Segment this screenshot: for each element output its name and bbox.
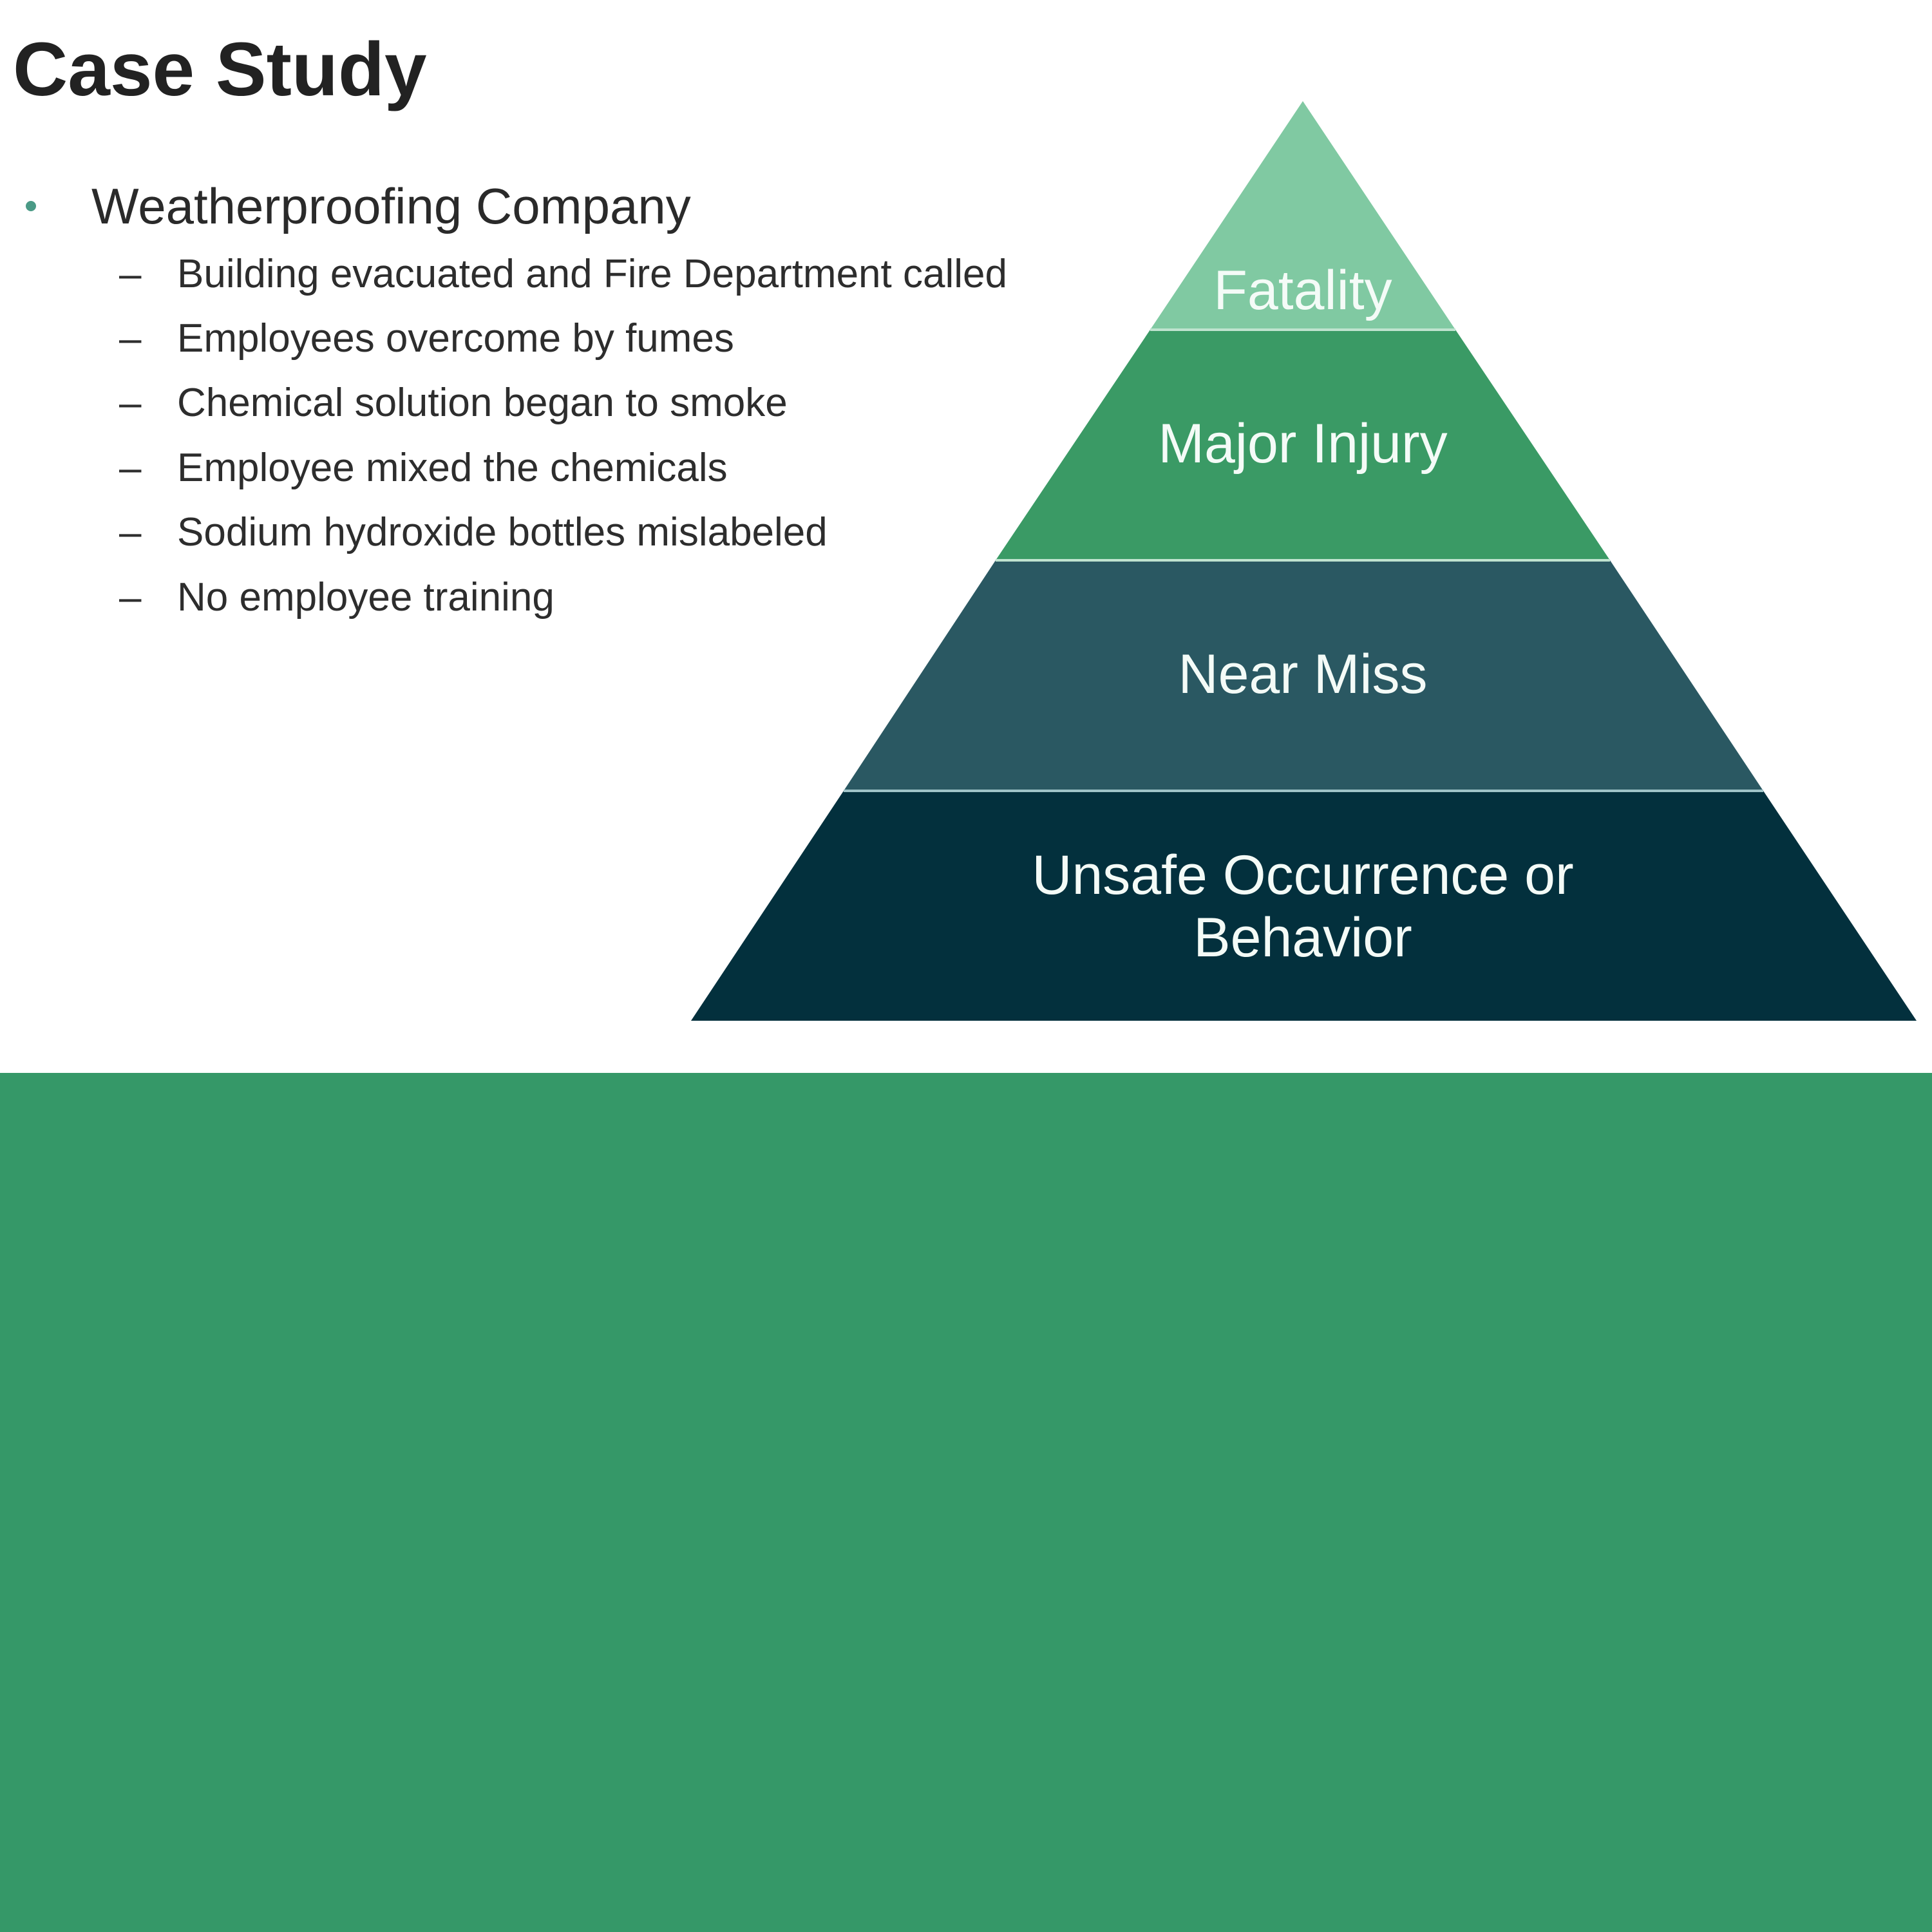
dash-marker: – bbox=[119, 316, 142, 361]
sub-bullet-text: Building evacuated and Fire Department c… bbox=[177, 251, 1007, 296]
sub-bullet-item: – Chemical solution began to smoke bbox=[119, 371, 1007, 435]
bullet-text: Weatherproofing Company bbox=[91, 177, 691, 234]
sub-bullet-text: Chemical solution began to smoke bbox=[177, 381, 788, 426]
sub-bullet-item: – Building evacuated and Fire Department… bbox=[119, 242, 1007, 306]
sub-bullet-item: – Employees overcome by fumes bbox=[119, 306, 1007, 370]
sub-bullet-item: – No employee training bbox=[119, 565, 1007, 629]
sub-bullet-item: – Sodium hydroxide bottles mislabeled bbox=[119, 500, 1007, 565]
slide: Case Study Weatherproofing Company – Bui… bbox=[13, 27, 1917, 1021]
safety-pyramid-diagram: Fatality Major Injury Near Miss Unsafe O… bbox=[691, 101, 1917, 1021]
pyramid-label-major-injury: Major Injury bbox=[1158, 413, 1447, 475]
pyramid-level-unsafe-occurrence bbox=[691, 791, 1917, 1021]
bullet-item: Weatherproofing Company bbox=[26, 177, 691, 235]
dash-marker: – bbox=[119, 381, 142, 426]
dash-marker: – bbox=[119, 445, 142, 490]
pyramid-level-major-injury bbox=[996, 330, 1610, 560]
sub-bullet-item: – Employee mixed the chemicals bbox=[119, 435, 1007, 500]
dash-marker: – bbox=[119, 251, 142, 296]
pyramid-level-fatality bbox=[1150, 101, 1455, 330]
sub-bullet-text: Employee mixed the chemicals bbox=[177, 445, 728, 490]
sub-bullet-text: No employee training bbox=[177, 574, 554, 620]
pyramid-label-unsafe-line1: Unsafe Occurrence or bbox=[1032, 844, 1573, 906]
dash-marker: – bbox=[119, 510, 142, 555]
sub-bullet-text: Sodium hydroxide bottles mislabeled bbox=[177, 510, 828, 555]
bullet-dot-icon bbox=[26, 201, 36, 211]
dash-marker: – bbox=[119, 574, 142, 620]
pyramid-label-unsafe-line2: Behavior bbox=[1193, 907, 1412, 969]
bottom-green-band bbox=[0, 1073, 1932, 1932]
pyramid-label-fatality: Fatality bbox=[1213, 260, 1392, 321]
pyramid-label-near-miss: Near Miss bbox=[1178, 643, 1427, 705]
sub-bullet-text: Employees overcome by fumes bbox=[177, 316, 734, 361]
slide-title: Case Study bbox=[13, 27, 427, 112]
pyramid-level-near-miss bbox=[844, 560, 1763, 791]
sub-bullet-list: – Building evacuated and Fire Department… bbox=[119, 242, 1007, 629]
